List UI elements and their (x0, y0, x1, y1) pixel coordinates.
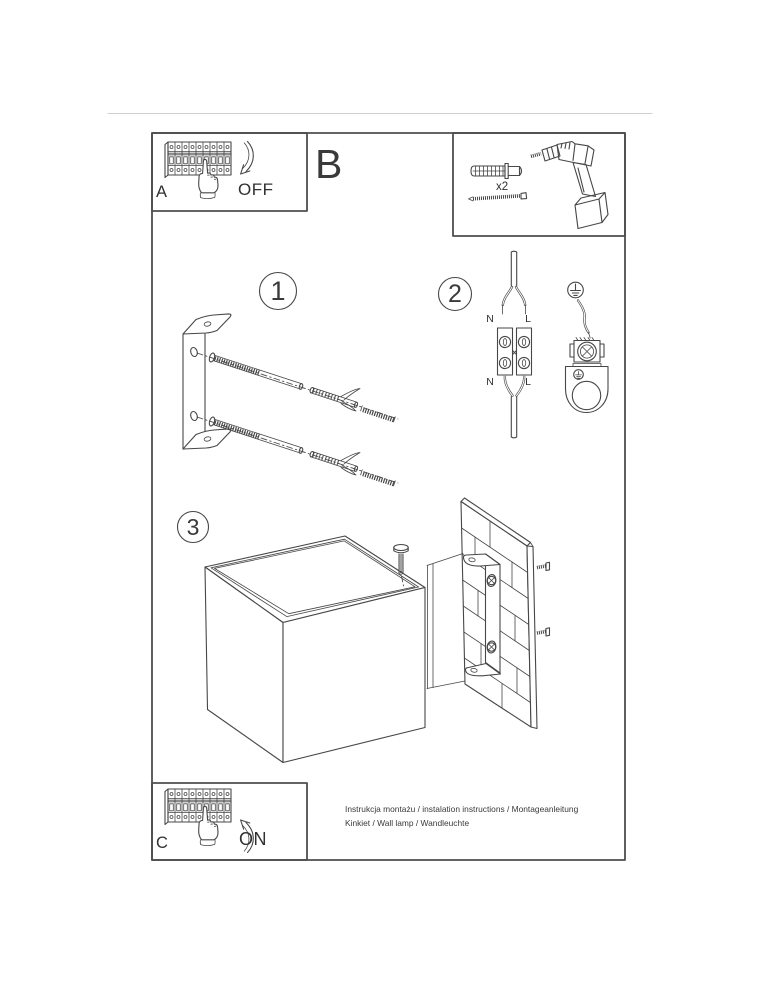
section-letter-b: B (315, 141, 343, 187)
guide-plate-lines (426, 553, 466, 690)
screw-icon (468, 192, 528, 202)
arrow-down-icon (240, 140, 254, 175)
terminal-block-wiring-icon (496, 250, 533, 439)
step2-circle (437, 276, 473, 312)
box-c-label: C (156, 834, 168, 852)
step2-number: 2 (448, 280, 462, 308)
footer-title-line1: Instrukcja montażu / instalation instruc… (345, 804, 579, 814)
box-c-state-on: ON (239, 829, 267, 849)
step3-number: 3 (186, 514, 200, 540)
wire-label-n-top: N (486, 313, 494, 325)
box-a-label: A (156, 183, 168, 201)
step1-number: 1 (270, 276, 286, 306)
parts-box-frame (452, 132, 626, 237)
box-a-frame (151, 132, 308, 212)
wire-label-l-bottom: L (525, 376, 531, 388)
step1-circle (258, 271, 298, 311)
ground-wire-and-clamp-icon (564, 299, 609, 414)
outer-frame (151, 132, 626, 861)
footer-title-line2: Kinkiet / Wall lamp / Wandleuchte (345, 817, 470, 828)
anchor-quantity: x2 (496, 180, 509, 193)
wire-label-n-bottom: N (486, 376, 494, 388)
earth-ground-symbol-icon (567, 281, 584, 299)
box-a-state-off: OFF (238, 180, 274, 199)
arrow-up-icon (240, 819, 254, 854)
step3-circle (176, 510, 210, 544)
wall-anchor-icon (470, 162, 523, 180)
wall-bracket-icon (462, 553, 502, 677)
wire-label-l-top: L (525, 313, 531, 325)
drill-icon (530, 140, 609, 230)
box-c-frame (151, 782, 308, 861)
cube-fixing-screw-icon (393, 543, 409, 587)
cube-lamp-icon (204, 535, 426, 764)
mounting-bracket-icon (182, 313, 232, 450)
